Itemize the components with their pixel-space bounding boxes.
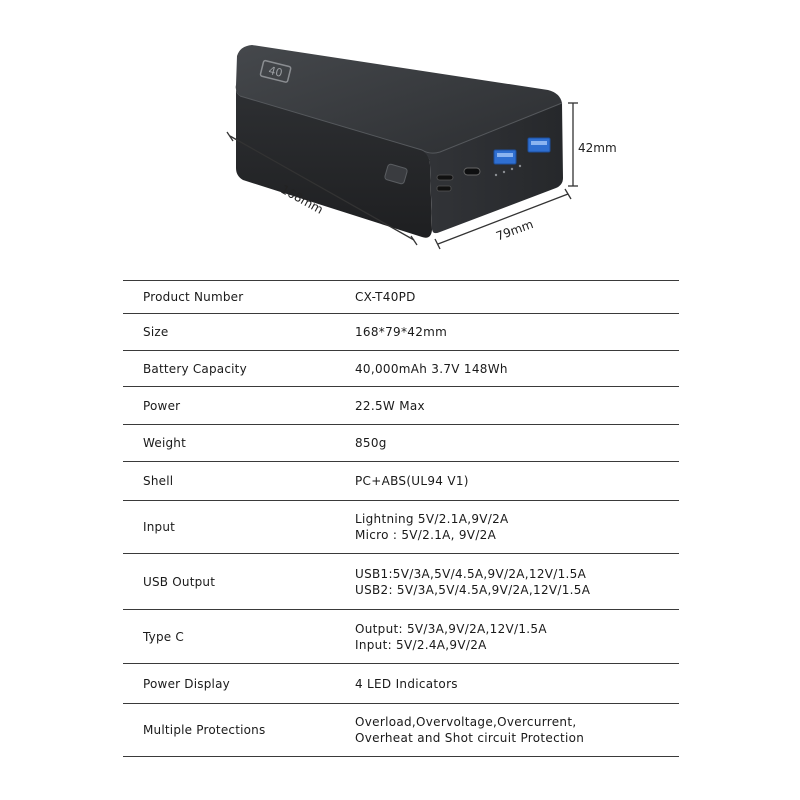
spec-row: Power Display 4 LED Indicators [123, 663, 679, 703]
spec-value: PC+ABS(UL94 V1) [355, 473, 469, 489]
spec-value-line: Input: 5V/2.4A,9V/2A [355, 637, 487, 652]
power-button[interactable] [384, 163, 408, 185]
spec-value: 40,000mAh 3.7V 148Wh [355, 361, 508, 377]
spec-row: Size 168*79*42mm [123, 313, 679, 350]
svg-text:40: 40 [267, 64, 284, 80]
spec-label: Shell [143, 474, 174, 488]
spec-label: USB Output [143, 574, 216, 589]
power-bank-device: 40 [235, 45, 563, 238]
spec-row: Weight 850g [123, 424, 679, 461]
spec-label: Multiple Protections [143, 723, 266, 737]
spec-label: Product Number [143, 290, 244, 304]
spec-value-line: 22.5W Max [355, 398, 425, 413]
spec-label: Power [143, 398, 181, 413]
spec-row: Input Lightning 5V/2.1A,9V/2A Micro : 5V/2… [123, 500, 679, 553]
spec-label: Input [143, 520, 176, 534]
spec-value: 22.5W Max [355, 398, 425, 414]
spec-value: CX-T40PD [355, 289, 416, 305]
dimension-width-label: 79mm [494, 217, 535, 243]
spec-value: Lightning 5V/2.1A,9V/2A Micro : 5V/2.1A, … [355, 511, 509, 543]
spec-value: Overload,Overvoltage,Overcurrent, Overhea… [355, 714, 584, 746]
usb-a-port-1 [493, 149, 517, 165]
spec-value-line: 850g [355, 436, 387, 450]
spec-value-line: CX-T40PD [355, 290, 416, 304]
spec-row: Power 22.5W Max [123, 386, 679, 424]
spec-row: USB Output USB1:5V/3A,5V/4.5A,9V/2A,12V/1… [123, 553, 679, 609]
spec-label: Type C [143, 629, 184, 644]
dimension-length [226, 131, 418, 246]
spec-row: Product Number CX-T40PD [123, 280, 679, 313]
dimension-height [568, 102, 578, 187]
spec-value-line: Overload,Overvoltage,Overcurrent, [355, 715, 577, 729]
spec-value-line: USB1:5V/3A,5V/4.5A,9V/2A,12V/1.5A [355, 566, 587, 581]
spec-value-line: Output: 5V/3A,9V/2A,12V/1.5A [355, 621, 547, 636]
device-top-face [235, 45, 563, 154]
spec-row: Shell PC+ABS(UL94 V1) [123, 461, 679, 500]
spec-label: Battery Capacity [143, 361, 247, 376]
spec-value-line: 168*79*42mm [355, 325, 448, 339]
spec-value-line: PC+ABS(UL94 V1) [355, 474, 469, 488]
dimension-width [434, 188, 572, 250]
spec-value-line: Micro : 5V/2.1A, 9V/2A [355, 528, 497, 542]
spec-row: Battery Capacity 40,000mAh 3.7V 148Wh [123, 350, 679, 386]
power-bank-illustration: 40 168mm [226, 45, 617, 250]
spec-value-line: Overheat and Shot circuit Protection [355, 731, 585, 745]
device-side-face [235, 85, 432, 238]
spec-value: 168*79*42mm [355, 324, 447, 340]
spec-value: 4 LED Indicators [355, 676, 458, 692]
lightning-port [436, 174, 454, 181]
device-front-face [422, 103, 563, 234]
logo-mark: 40 [259, 59, 292, 83]
spec-value-line: 40,000mAh 3.7V 148Wh [355, 361, 508, 376]
spec-value: 850g [355, 435, 387, 451]
micro-usb-port [436, 185, 452, 192]
spec-value-line: Lightning 5V/2.1A,9V/2A [355, 512, 509, 526]
spec-label: Size [143, 325, 169, 339]
usb-a-port-2 [527, 137, 551, 153]
spec-value-line: USB2: 5V/3A,5V/4.5A,9V/2A,12V/1.5A [355, 582, 591, 597]
dimension-height-label: 42mm [578, 141, 617, 155]
led-indicators [494, 164, 522, 177]
spec-label: Power Display [143, 676, 230, 691]
type-c-port [463, 167, 481, 176]
spec-label: Weight [143, 436, 187, 450]
spec-value-line: 4 LED Indicators [355, 676, 458, 691]
spec-row: Multiple Protections Overload,Overvoltage… [123, 703, 679, 757]
